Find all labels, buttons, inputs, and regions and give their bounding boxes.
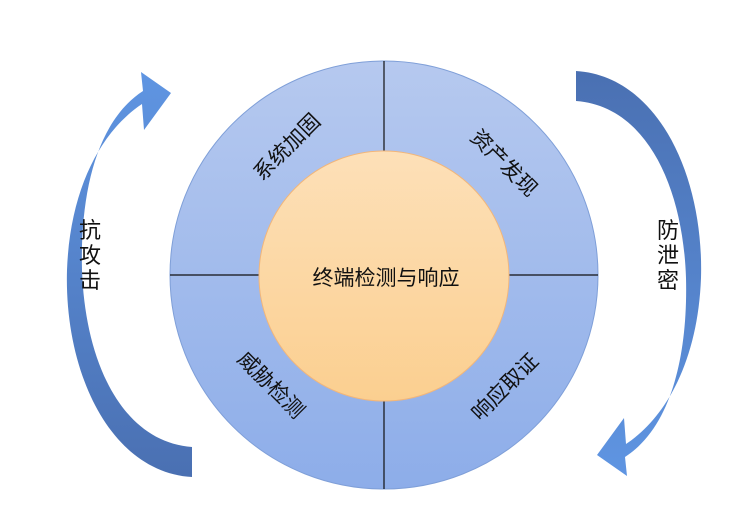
right-arrow-char: 防	[657, 219, 679, 244]
right-arrow-char: 密	[657, 269, 679, 294]
left-curved-arrow	[66, 72, 192, 477]
right-curved-arrow	[576, 71, 702, 476]
center-label: 终端检测与响应	[313, 266, 460, 290]
right-arrow-label: 防 泄 密	[657, 219, 679, 294]
core-circle	[258, 150, 510, 402]
right-arrow-char: 泄	[657, 244, 679, 269]
left-arrow-char: 抗	[79, 219, 101, 244]
left-arrow-char: 击	[79, 269, 101, 294]
left-arrow-label: 抗 攻 击	[79, 219, 101, 294]
left-arrow-char: 攻	[79, 244, 101, 269]
